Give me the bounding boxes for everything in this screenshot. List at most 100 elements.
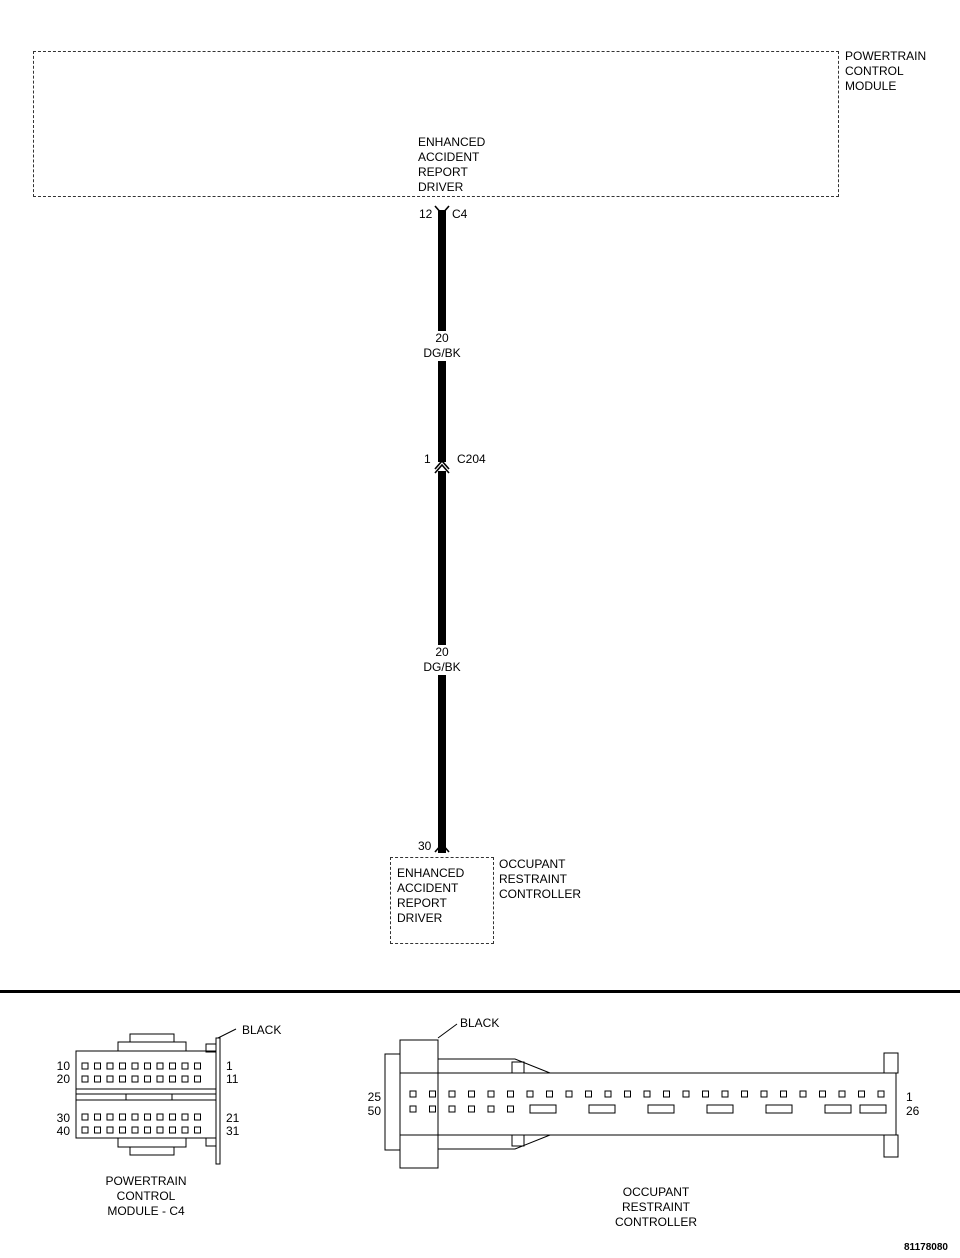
orc-function-label: ENHANCED ACCIDENT REPORT DRIVER: [397, 866, 465, 925]
orc-pins-left: 25 50: [367, 1090, 381, 1118]
pcm-pin-cavity: [144, 1062, 151, 1070]
pcm-pin-cavity: [194, 1062, 201, 1070]
pcm-pins-right-top: 1 11: [226, 1059, 239, 1086]
pcm-pin-cavity: [181, 1075, 189, 1083]
pcm-title: POWERTRAIN CONTROL MODULE: [845, 49, 927, 93]
orc-pin-cavity: [468, 1105, 475, 1113]
pcm-pin-cavity: [94, 1113, 101, 1121]
pcm-pin-cavity: [169, 1075, 176, 1083]
orc-pin-cavity: [585, 1090, 592, 1098]
orc-pin-cavity-wide: [824, 1104, 852, 1114]
orc-connector-color: BLACK: [460, 1016, 500, 1030]
pcm-pin-cavity: [106, 1075, 114, 1083]
orc-title: OCCUPANT RESTRAINT CONTROLLER: [499, 857, 582, 901]
orc-pin-cavity: [702, 1090, 709, 1098]
pcm-pin-cavity: [119, 1113, 126, 1121]
section-divider: [0, 990, 960, 993]
orc-pin-cavity: [448, 1105, 456, 1113]
orc-pin-cavity: [838, 1090, 846, 1098]
pcm-pin-cavity: [144, 1126, 151, 1134]
pcm-pin-cavity: [169, 1062, 176, 1070]
orc-pin-cavity-wide: [706, 1104, 734, 1114]
orc-connector-face-view: [384, 1023, 899, 1169]
orc-pin-cavity: [663, 1090, 670, 1098]
pcm-pin-cavity: [156, 1075, 164, 1083]
pcm-component-box: [33, 51, 839, 197]
pcm-function-label: ENHANCED ACCIDENT REPORT DRIVER: [418, 135, 486, 194]
pcm-pin-cavity: [94, 1126, 101, 1134]
orc-connector-chevron-icon: [434, 842, 450, 853]
pcm-pins-left-top: 10 20: [56, 1059, 70, 1086]
pcm-pin-cavity: [144, 1075, 151, 1083]
pcm-pins-right-bottom: 21 31: [226, 1111, 240, 1138]
orc-pin-cavity: [409, 1105, 417, 1113]
pcm-pin-cavity: [194, 1126, 201, 1134]
wire-upper-gauge: 20: [427, 331, 457, 346]
pcm-pin-cavity: [131, 1126, 139, 1134]
pcm-pins-left-bottom: 30 40: [56, 1111, 70, 1138]
pcm-connector-chevron-icon: [434, 205, 450, 216]
orc-connector-caption: OCCUPANT RESTRAINT CONTROLLER: [614, 1185, 697, 1229]
orc-pin-cavity: [858, 1090, 865, 1098]
orc-pin-cavity-wide: [765, 1104, 793, 1114]
orc-pin-cavity: [604, 1090, 612, 1098]
pcm-pin-cavity: [119, 1062, 126, 1070]
pcm-pin-cavity: [156, 1062, 164, 1070]
orc-pin-cavity: [546, 1090, 553, 1098]
orc-pins-right: 1 26: [906, 1090, 920, 1118]
inline-connector-chevron-lower-icon: [434, 463, 450, 474]
orc-pin-cavity: [721, 1090, 729, 1098]
orc-pin-cavity: [741, 1090, 748, 1098]
pcm-pin-cavity: [194, 1075, 201, 1083]
orc-pin-cavity: [429, 1090, 436, 1098]
orc-pin-cavity: [429, 1105, 436, 1113]
pcm-pin-cavity: [106, 1062, 114, 1070]
orc-pin-cavity-wide: [859, 1104, 887, 1114]
pcm-pin-cavity: [169, 1126, 176, 1134]
orc-pin-cavity: [487, 1105, 495, 1113]
orc-pin-cavity: [799, 1090, 807, 1098]
wire-lower-color: DG/BK: [419, 660, 465, 675]
pcm-pin-cavity: [106, 1113, 114, 1121]
orc-pin-cavity: [526, 1090, 534, 1098]
orc-pin-cavity: [409, 1090, 417, 1098]
orc-pin-number: 30: [418, 839, 432, 853]
orc-pin-cavity-wide: [588, 1104, 616, 1114]
pcm-pin-cavity: [81, 1126, 89, 1134]
pcm-pin-cavity: [106, 1126, 114, 1134]
pcm-pin-cavity: [131, 1075, 139, 1083]
pcm-pin-cavity: [169, 1113, 176, 1121]
pcm-pin-cavity: [94, 1075, 101, 1083]
figure-id: 81178080: [904, 1242, 948, 1253]
orc-component-box: [390, 857, 494, 944]
orc-pin-cavity-wide: [647, 1104, 675, 1114]
orc-pin-cavity: [780, 1090, 787, 1098]
pcm-pin-cavity: [181, 1062, 189, 1070]
pcm-pin-cavity: [119, 1126, 126, 1134]
pcm-connector-id: C4: [452, 207, 468, 221]
orc-pin-cavity: [760, 1090, 768, 1098]
orc-pin-cavity: [682, 1090, 690, 1098]
orc-pin-cavity: [877, 1090, 885, 1098]
orc-pin-cavity: [819, 1090, 826, 1098]
pcm-connector-color: BLACK: [242, 1023, 282, 1037]
pcm-connector-face-view: [75, 1028, 237, 1165]
orc-pin-cavity: [448, 1090, 456, 1098]
pcm-pin-cavity: [131, 1113, 139, 1121]
inline-connector-chevron-upper-icon: [434, 459, 450, 470]
pcm-pin-cavity: [81, 1075, 89, 1083]
pcm-pin-cavity: [156, 1126, 164, 1134]
orc-pin-cavity: [624, 1090, 631, 1098]
orc-pin-cavity: [565, 1090, 573, 1098]
pcm-pin-cavity: [181, 1126, 189, 1134]
wire-upper-color: DG/BK: [419, 346, 465, 361]
pcm-connector-caption: POWERTRAIN CONTROL MODULE - C4: [105, 1174, 187, 1218]
pcm-pin-cavity: [181, 1113, 189, 1121]
inline-connector-pin: 1: [424, 452, 431, 466]
orc-pin-cavity: [507, 1090, 514, 1098]
wire-lower-gauge: 20: [427, 645, 457, 660]
pcm-pin-cavity: [81, 1113, 89, 1121]
orc-pin-cavity-wide: [529, 1104, 557, 1114]
pcm-pin-number: 12: [419, 207, 433, 221]
